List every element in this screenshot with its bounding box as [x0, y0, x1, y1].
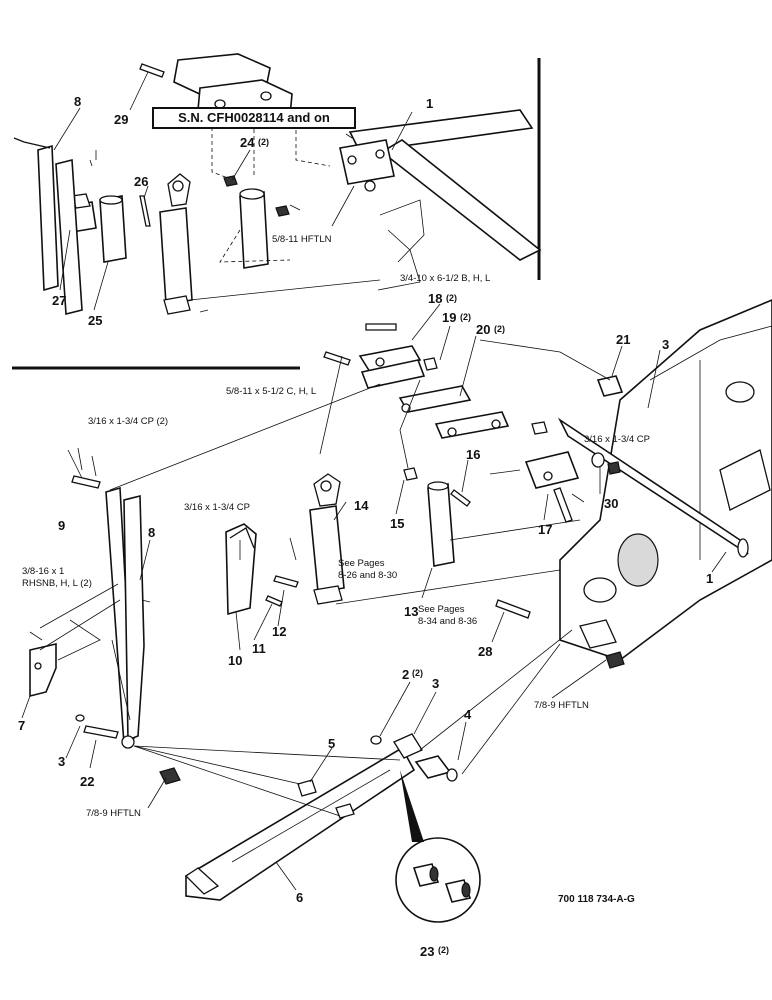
leaders [21, 71, 727, 891]
note-cp-2: 3/16 x 1-3/4 CP (2) [88, 416, 168, 427]
callout-13: 13 [404, 604, 418, 619]
note-hftln-78-left: 7/8-9 HFTLN [86, 808, 141, 819]
note-cp-b: 3/16 x 1-3/4 CP [584, 434, 650, 445]
callout-8-inset: 8 [74, 94, 81, 109]
note-cp-a: 3/16 x 1-3/4 CP [184, 502, 250, 513]
qty-2: (2) [412, 668, 423, 678]
callout-1-inset: 1 [426, 96, 433, 111]
callout-21: 21 [616, 332, 630, 347]
qty-24: (2) [258, 137, 269, 147]
note-bolt-34: 3/4-10 x 6-1/2 B, H, L [400, 273, 490, 284]
callout-3-arm: 3 [432, 676, 439, 691]
callout-14: 14 [354, 498, 369, 513]
callout-1-main: 1 [706, 571, 713, 586]
callout-20: 20 [476, 322, 490, 337]
note-see-14-a: See Pages [338, 558, 385, 569]
notes: 5/8-11 HFTLN 3/4-10 x 6-1/2 B, H, L 5/8-… [22, 234, 650, 905]
callout-7: 7 [18, 718, 25, 733]
callout-22: 22 [80, 774, 94, 789]
callout-28: 28 [478, 644, 492, 659]
callout-24: 24 [240, 135, 255, 150]
callout-29: 29 [114, 112, 128, 127]
callout-18: 18 [428, 291, 442, 306]
callout-27: 27 [52, 293, 66, 308]
callout-4: 4 [464, 707, 472, 722]
drawing-number: 700 118 734-A-G [558, 894, 635, 905]
callout-25: 25 [88, 313, 102, 328]
callout-15: 15 [390, 516, 404, 531]
callout-8-main: 8 [148, 525, 155, 540]
note-see-13-a: See Pages [418, 604, 465, 615]
note-see-14-b: 8-26 and 8-30 [338, 570, 397, 581]
note-see-13-b: 8-34 and 8-36 [418, 616, 477, 627]
qty-18: (2) [446, 293, 457, 303]
note-hftln-58: 5/8-11 HFTLN [272, 234, 332, 245]
inset-assembly [13, 53, 542, 316]
callout-26: 26 [134, 174, 148, 189]
callout-19: 19 [442, 310, 456, 325]
callout-3-frame: 3 [662, 337, 669, 352]
callout-16: 16 [466, 447, 480, 462]
main-assembly [29, 299, 772, 923]
callout-6: 6 [296, 890, 303, 905]
callout-5: 5 [328, 736, 335, 751]
qty-20: (2) [494, 324, 505, 334]
callout-2: 2 [402, 667, 409, 682]
callout-3-left: 3 [58, 754, 65, 769]
note-rhsnb-1: 3/8-16 x 1 [22, 566, 64, 577]
callout-30: 30 [604, 496, 618, 511]
callout-17: 17 [538, 522, 552, 537]
callouts: 1 1 2 (2) 3 3 3 4 5 6 7 8 8 9 10 11 12 1… [18, 94, 713, 959]
note-hftln-78-right: 7/8-9 HFTLN [534, 700, 589, 711]
callout-9: 9 [58, 518, 65, 533]
note-rhsnb-2: RHSNB, H, L (2) [22, 578, 92, 589]
callout-10: 10 [228, 653, 242, 668]
note-bolt-58: 5/8-11 x 5-1/2 C, H, L [226, 386, 316, 397]
callout-12: 12 [272, 624, 286, 639]
callout-23: 23 [420, 944, 434, 959]
qty-19: (2) [460, 312, 471, 322]
serial-number-label: S.N. CFH0028114 and on [152, 107, 356, 129]
qty-23: (2) [438, 945, 449, 955]
callout-11: 11 [252, 641, 266, 656]
